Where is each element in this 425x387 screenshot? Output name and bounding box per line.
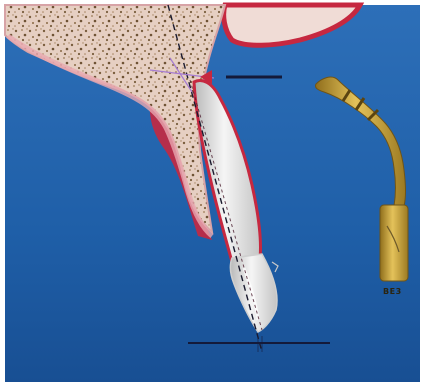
insert-body xyxy=(380,205,408,281)
insert-model-label: BE3 xyxy=(383,287,402,296)
